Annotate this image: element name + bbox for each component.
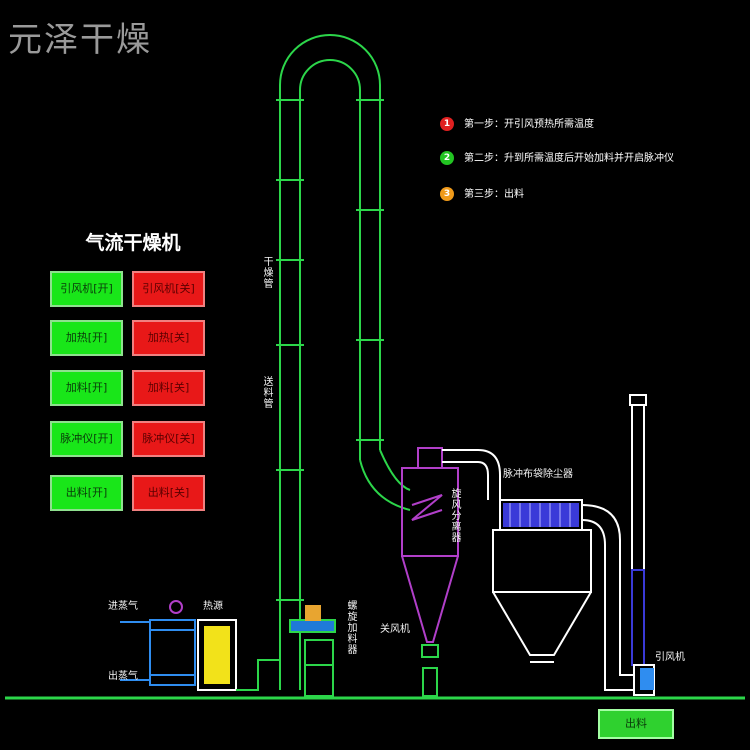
fan-and-chimney (629, 394, 655, 696)
screw-feeder (289, 605, 336, 697)
heater-box (197, 619, 237, 691)
step-3-icon: 3 (440, 187, 454, 201)
dry-pipe-label: 干燥管 (261, 256, 272, 289)
heat-off-button[interactable]: 加热[关] (132, 320, 205, 356)
duct-cyclone-filter (442, 449, 501, 500)
duct-filter-fan (581, 504, 635, 676)
heat-exchanger (120, 619, 196, 686)
step-1-text: 第一步：开引风预热所需温度 (464, 119, 594, 130)
discharge-outlet-button[interactable]: 出料 (598, 709, 674, 739)
fan-label: 引风机 (655, 652, 685, 663)
step-3: 3 第三步：出料 (440, 185, 524, 205)
feed-pipe-label: 送料管 (261, 376, 272, 409)
watermark: 元泽干燥 (8, 20, 152, 60)
pulse-off-button[interactable]: 脉冲仪[关] (132, 421, 205, 457)
fan-off-button[interactable]: 引风机[关] (132, 271, 205, 307)
feed-off-button[interactable]: 加料[关] (132, 370, 205, 406)
bag-filter-label: 脉冲布袋除尘器 (503, 469, 573, 480)
pulse-on-button[interactable]: 脉冲仪[开] (50, 421, 123, 457)
step-1-icon: 1 (440, 117, 454, 131)
air-lock-label: 关风机 (380, 624, 410, 635)
step-1: 1 第一步：开引风预热所需温度 (440, 115, 594, 135)
steam-in-label: 进蒸气 (108, 601, 138, 612)
step-2-text: 第二步：升到所需温度后开始加料并开启脉冲仪 (464, 153, 674, 164)
drying-pipe (276, 34, 411, 690)
cyclone-separator (401, 447, 459, 643)
hot-air-duct (236, 659, 280, 691)
filter-bags (503, 503, 579, 527)
bag-filter (492, 499, 592, 663)
feed-on-button[interactable]: 加料[开] (50, 370, 123, 406)
discharge-off-button[interactable]: 出料[关] (132, 475, 205, 511)
heat-on-button[interactable]: 加热[开] (50, 320, 123, 356)
cyclone-label: 旋风分离器 (449, 488, 460, 543)
air-lock-valve (421, 644, 439, 697)
step-2: 2 第二步：升到所需温度后开始加料并开启脉冲仪 (440, 149, 674, 169)
heat-source-label: 热源 (203, 601, 223, 612)
heater-core (204, 626, 230, 684)
panel-title: 气流干燥机 (85, 232, 181, 254)
fan-motor (640, 668, 654, 690)
discharge-on-button[interactable]: 出料[开] (50, 475, 123, 511)
steam-out-label: 出蒸气 (108, 671, 138, 682)
screw-feeder-label: 螺旋加料器 (345, 600, 356, 655)
pressure-gauge (169, 600, 183, 614)
fan-on-button[interactable]: 引风机[开] (50, 271, 123, 307)
step-2-icon: 2 (440, 151, 454, 165)
step-3-text: 第三步：出料 (464, 189, 524, 200)
